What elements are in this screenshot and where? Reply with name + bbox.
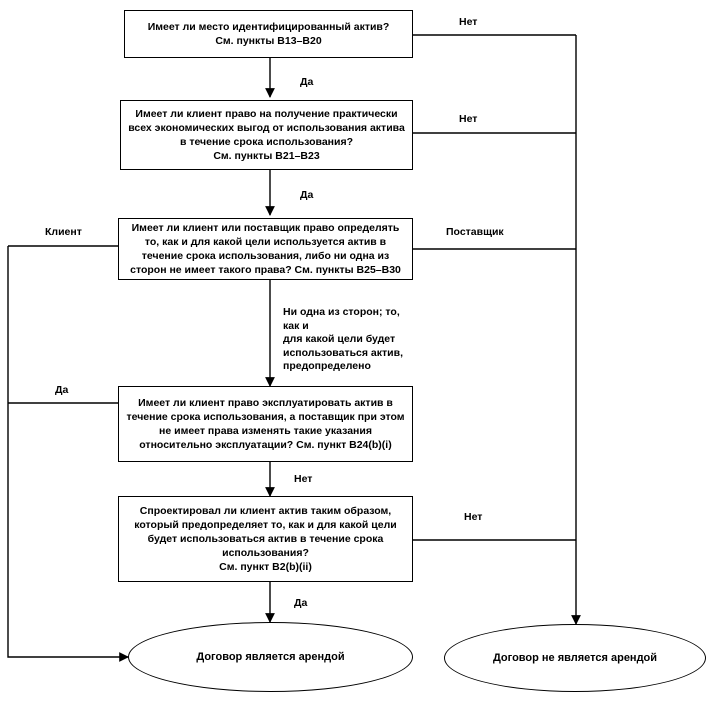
label-q1-no: Нет: [459, 16, 478, 28]
node-q1[interactable]: Имеет ли место идентифицированный актив?…: [124, 10, 413, 58]
terminal-not-lease-text: Договор не является арендой: [492, 652, 658, 664]
node-q3[interactable]: Имеет ли клиент или поставщик право опре…: [118, 218, 413, 280]
terminal-not-lease[interactable]: Договор не является арендой: [444, 624, 706, 692]
label-q5-no: Нет: [464, 511, 483, 523]
label-q2-yes: Да: [300, 189, 314, 201]
terminal-is-lease[interactable]: Договор является арендой: [128, 622, 413, 692]
label-q3-client: Клиент: [45, 226, 82, 238]
node-q2[interactable]: Имеет ли клиент право на получение практ…: [120, 100, 413, 170]
label-q2-no: Нет: [459, 113, 478, 125]
label-q5-yes: Да: [294, 597, 308, 609]
left-trunk: [7, 246, 129, 662]
label-q3-neither: Ни одна из сторон; то, как и для какой ц…: [283, 306, 403, 372]
node-q2-text: Имеет ли клиент право на получение практ…: [128, 108, 405, 162]
node-q1-text: Имеет ли место идентифицированный актив?…: [147, 21, 390, 47]
label-q4-no: Нет: [294, 473, 313, 485]
node-q3-text: Имеет ли клиент или поставщик право опре…: [130, 222, 401, 276]
label-q3-supplier: Поставщик: [446, 226, 504, 238]
node-q4[interactable]: Имеет ли клиент право эксплуатировать ак…: [118, 386, 413, 462]
node-q5[interactable]: Спроектировал ли клиент актив таким обра…: [118, 496, 413, 582]
node-q4-text: Имеет ли клиент право эксплуатировать ак…: [126, 397, 405, 451]
node-q5-text: Спроектировал ли клиент актив таким обра…: [134, 505, 397, 573]
label-q1-yes: Да: [300, 76, 314, 88]
label-q4-yes: Да: [55, 384, 69, 396]
terminal-is-lease-text: Договор является арендой: [196, 651, 345, 663]
